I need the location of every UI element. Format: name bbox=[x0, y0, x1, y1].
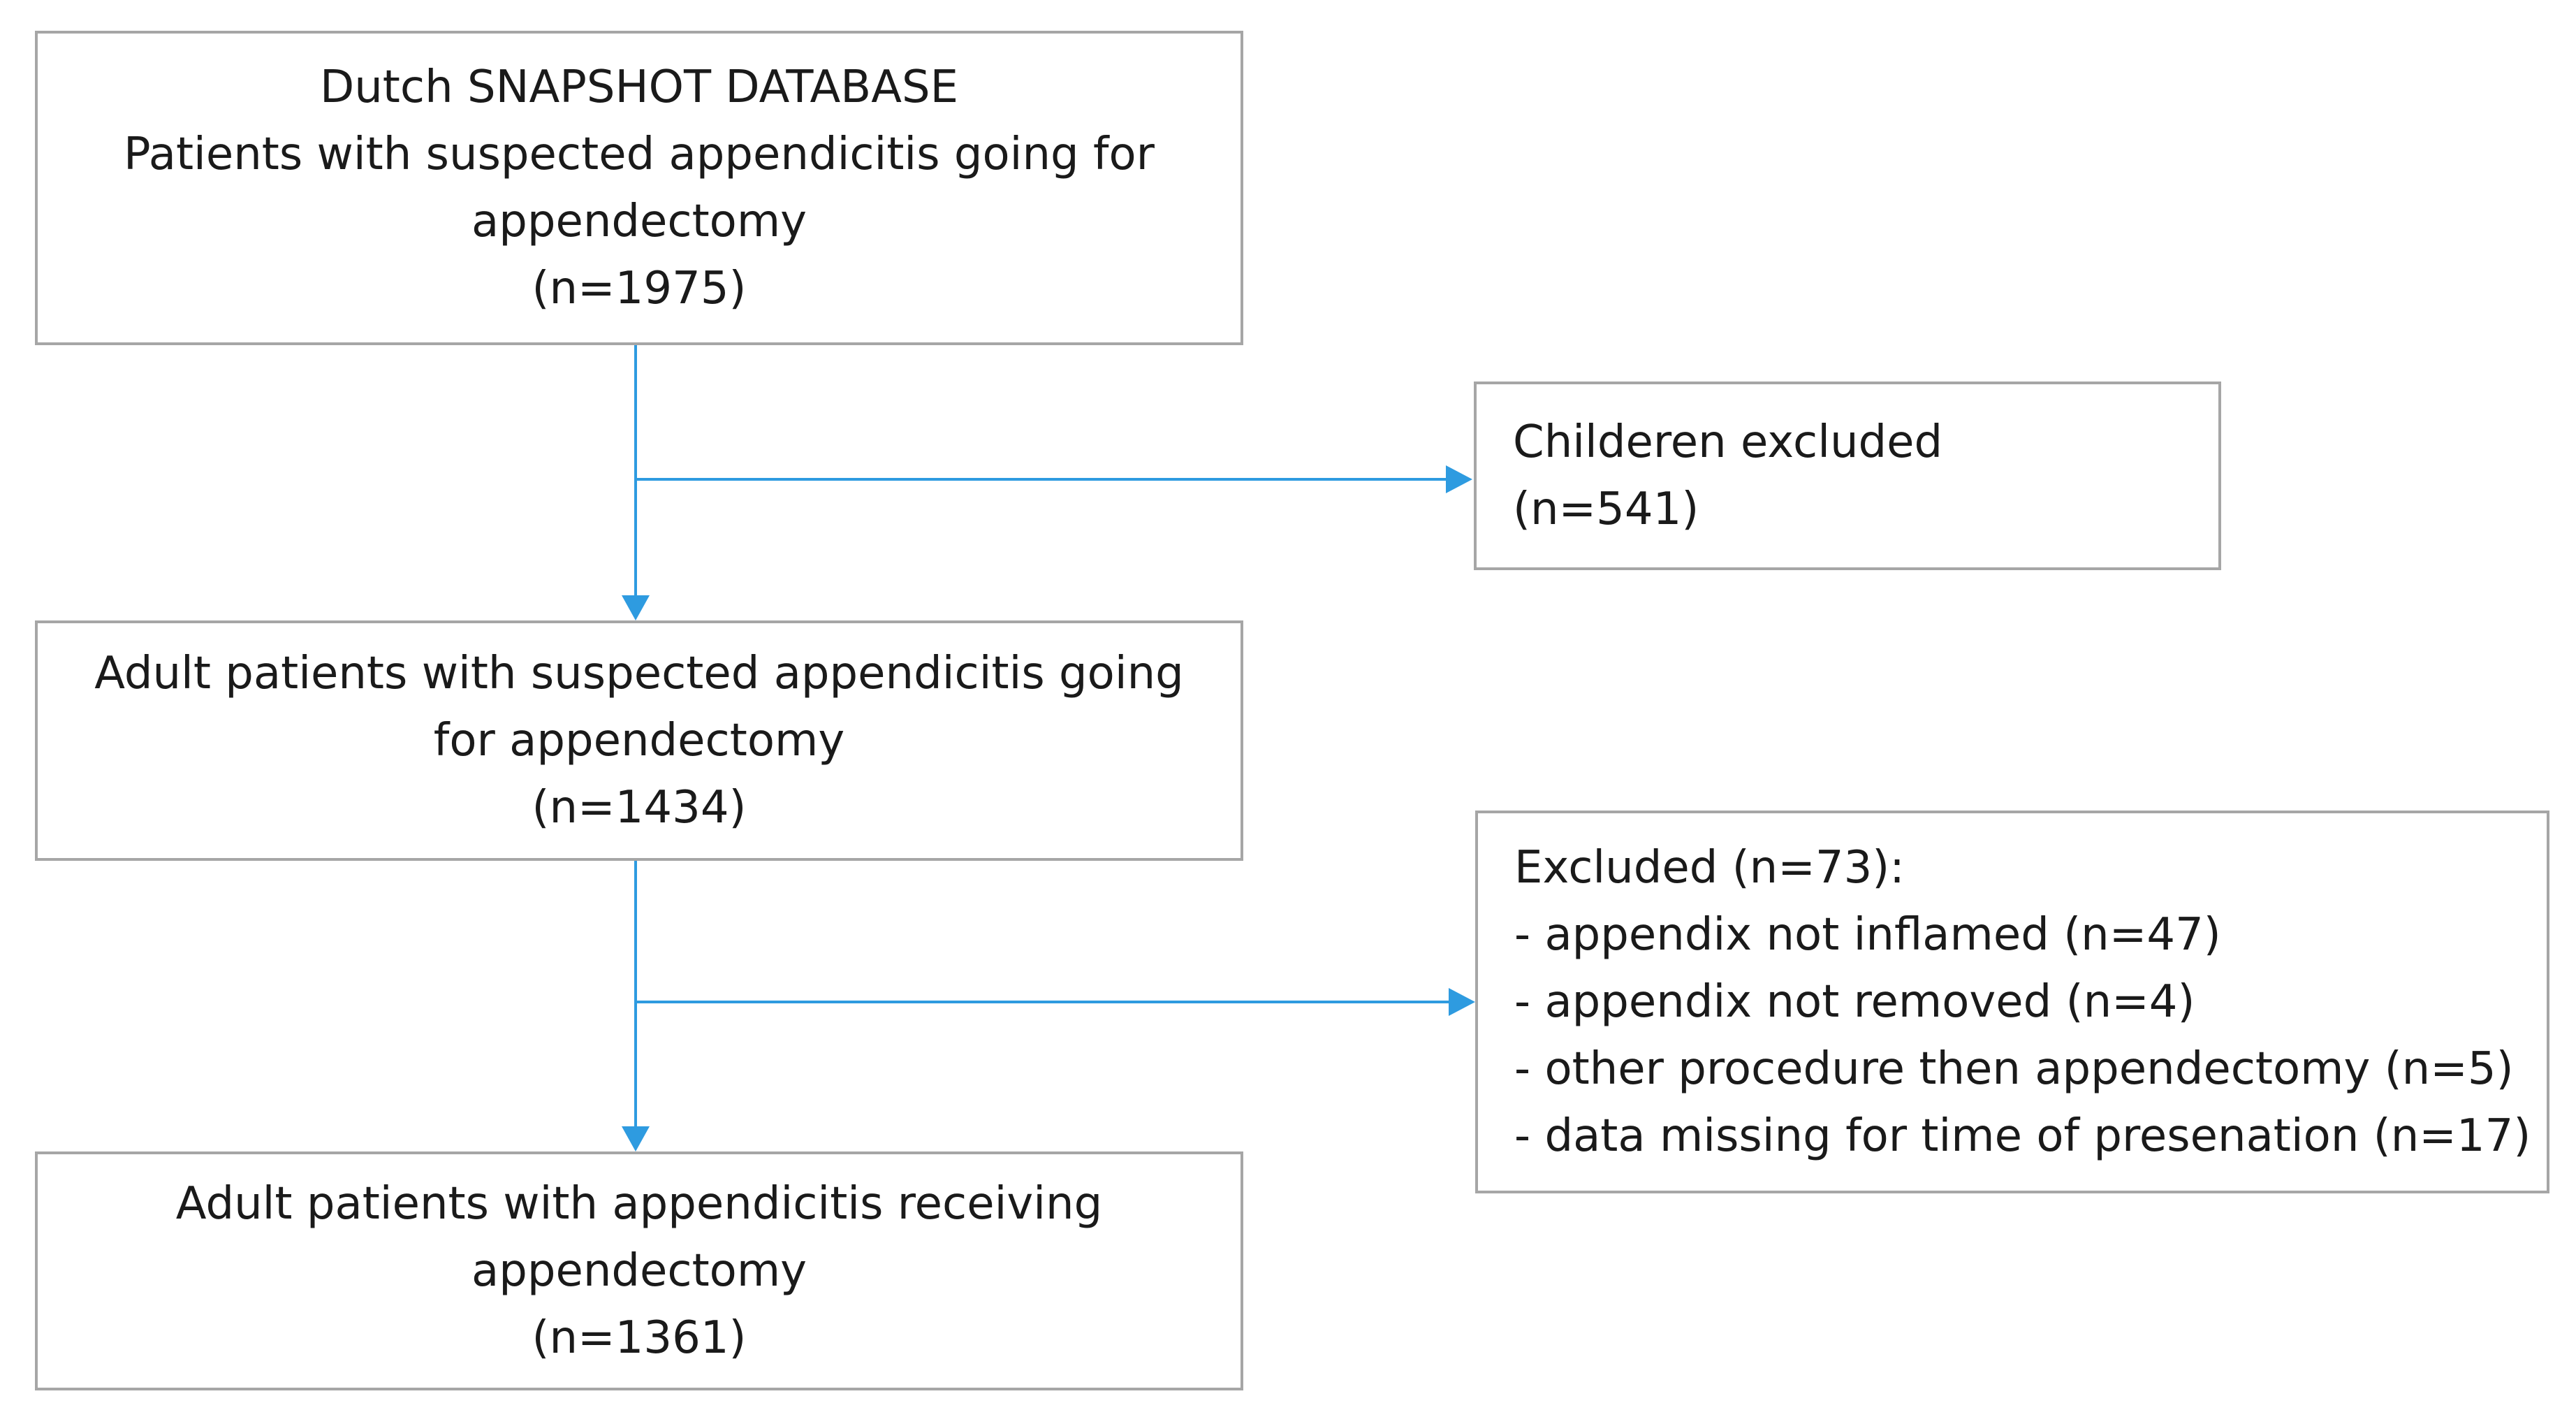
children-excluded-line-2: (n=541) bbox=[1513, 484, 1699, 535]
arrowhead-right-2 bbox=[1449, 988, 1475, 1016]
database-line-2: Patients with suspected appendicitis goi… bbox=[124, 129, 1155, 180]
excluded-line-1: Excluded (n=73): bbox=[1514, 842, 1905, 894]
excluded-line-2: - appendix not inflamed (n=47) bbox=[1514, 909, 2221, 961]
final-line-2: appendectomy bbox=[471, 1245, 807, 1297]
database-line-1: Dutch SNAPSHOT DATABASE bbox=[319, 61, 959, 113]
final-cohort-box: Adult patients with appendicitis receivi… bbox=[35, 1151, 1243, 1390]
arrowhead-down-2 bbox=[622, 1126, 650, 1151]
excluded-box: Excluded (n=73): - appendix not inflamed… bbox=[1475, 811, 2549, 1193]
adult-patients-box: Adult patients with suspected appendicit… bbox=[35, 620, 1243, 861]
final-line-1: Adult patients with appendicitis receivi… bbox=[175, 1178, 1103, 1230]
excluded-line-3: - appendix not removed (n=4) bbox=[1514, 976, 2195, 1028]
excluded-line-5: - data missing for time of presenation (… bbox=[1514, 1110, 2531, 1162]
final-line-3: (n=1361) bbox=[532, 1312, 747, 1364]
adult-patients-line-3: (n=1434) bbox=[532, 782, 747, 834]
excluded-line-4: - other procedure then appendectomy (n=5… bbox=[1514, 1043, 2514, 1095]
children-excluded-line-1: Childeren excluded bbox=[1513, 416, 1943, 468]
arrowhead-right-1 bbox=[1446, 465, 1472, 493]
adult-patients-line-2: for appendectomy bbox=[433, 715, 845, 766]
database-line-4: (n=1975) bbox=[532, 263, 747, 314]
database-box: Dutch SNAPSHOT DATABASE Patients with su… bbox=[35, 31, 1243, 345]
arrowhead-down-1 bbox=[622, 595, 650, 620]
database-line-3: appendectomy bbox=[471, 196, 807, 247]
adult-patients-line-1: Adult patients with suspected appendicit… bbox=[94, 648, 1184, 699]
children-excluded-box: Childeren excluded (n=541) bbox=[1474, 382, 2221, 570]
